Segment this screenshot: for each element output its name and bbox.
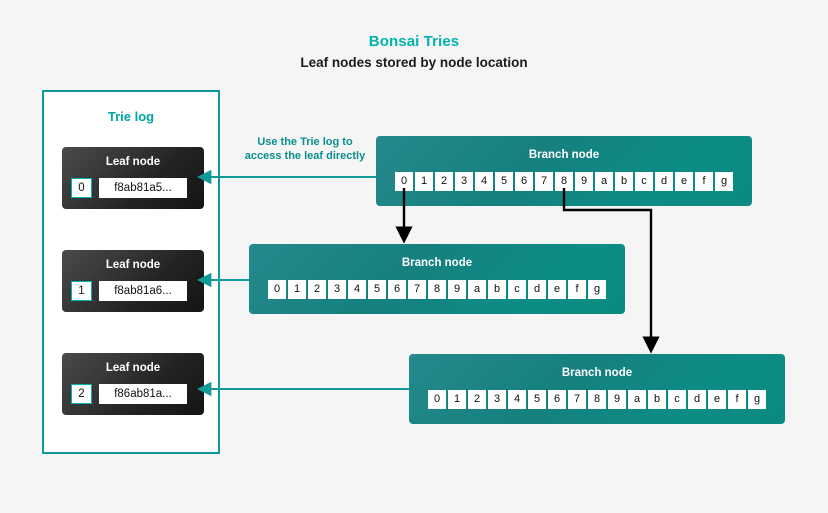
branch-cell-f[interactable]: f (728, 390, 746, 409)
branch-cell-3[interactable]: 3 (488, 390, 506, 409)
branch-cell-e[interactable]: e (708, 390, 726, 409)
branch-cell-1[interactable]: 1 (288, 280, 306, 299)
branch-cell-1[interactable]: 1 (448, 390, 466, 409)
leaf-node-hash: f8ab81a6... (99, 281, 187, 301)
leaf-node-1[interactable]: Leaf node 1 f8ab81a6... (62, 250, 204, 312)
trie-log-panel: Trie log Leaf node 0 f8ab81a5... Leaf no… (42, 90, 220, 454)
diagram-header: Bonsai Tries Leaf nodes stored by node l… (0, 33, 828, 72)
branch-cell-f[interactable]: f (695, 172, 713, 191)
branch-cell-8[interactable]: 8 (555, 172, 573, 191)
branch-cell-a[interactable]: a (468, 280, 486, 299)
branch-cell-b[interactable]: b (648, 390, 666, 409)
branch-cell-d[interactable]: d (688, 390, 706, 409)
leaf-node-index: 2 (71, 384, 92, 404)
branch-cell-0[interactable]: 0 (268, 280, 286, 299)
branch-cell-b[interactable]: b (488, 280, 506, 299)
branch-cell-a[interactable]: a (595, 172, 613, 191)
branch-cell-a[interactable]: a (628, 390, 646, 409)
leaf-node-label: Leaf node (105, 362, 161, 374)
branch-cell-9[interactable]: 9 (448, 280, 466, 299)
branch-cell-e[interactable]: e (548, 280, 566, 299)
page-title: Bonsai Tries (368, 33, 460, 50)
branch-cell-2[interactable]: 2 (308, 280, 326, 299)
branch-cell-f[interactable]: f (568, 280, 586, 299)
leaf-node-index: 0 (71, 178, 92, 198)
leaf-node-index: 1 (71, 281, 92, 301)
branch-cell-7[interactable]: 7 (408, 280, 426, 299)
branch-cell-5[interactable]: 5 (368, 280, 386, 299)
branch-cell-0[interactable]: 0 (395, 172, 413, 191)
branch-cell-6[interactable]: 6 (548, 390, 566, 409)
branch-cell-5[interactable]: 5 (528, 390, 546, 409)
branch-cell-2[interactable]: 2 (468, 390, 486, 409)
page-subtitle: Leaf nodes stored by node location (300, 55, 528, 70)
trie-log-annotation: Use the Trie log to access the leaf dire… (229, 135, 381, 163)
leaf-node-row: 2 f86ab81a... (71, 384, 187, 404)
leaf-node-row: 0 f8ab81a5... (71, 178, 187, 198)
leaf-node-label: Leaf node (105, 156, 161, 168)
branch-cell-9[interactable]: 9 (608, 390, 626, 409)
branch-node-label: Branch node (401, 257, 473, 269)
branch-cell-3[interactable]: 3 (328, 280, 346, 299)
branch-cell-3[interactable]: 3 (455, 172, 473, 191)
leaf-node-label: Leaf node (105, 259, 161, 271)
leaf-node-row: 1 f8ab81a6... (71, 281, 187, 301)
branch-cell-6[interactable]: 6 (388, 280, 406, 299)
trie-log-title: Trie log (107, 109, 155, 124)
branch-cell-7[interactable]: 7 (568, 390, 586, 409)
branch-node-label: Branch node (561, 367, 633, 379)
leaf-node-hash: f86ab81a... (99, 384, 187, 404)
branch-cell-0[interactable]: 0 (428, 390, 446, 409)
branch-node-label: Branch node (528, 149, 600, 161)
branch-cell-5[interactable]: 5 (495, 172, 513, 191)
branch-cell-4[interactable]: 4 (508, 390, 526, 409)
branch-cell-8[interactable]: 8 (428, 280, 446, 299)
branch-cell-8[interactable]: 8 (588, 390, 606, 409)
branch-cell-7[interactable]: 7 (535, 172, 553, 191)
branch-cell-4[interactable]: 4 (475, 172, 493, 191)
branch-cell-b[interactable]: b (615, 172, 633, 191)
branch-cell-c[interactable]: c (668, 390, 686, 409)
annotation-line-2: access the leaf directly (244, 150, 366, 162)
leaf-node-0[interactable]: Leaf node 0 f8ab81a5... (62, 147, 204, 209)
branch-cell-4[interactable]: 4 (348, 280, 366, 299)
branch-cell-d[interactable]: d (528, 280, 546, 299)
branch-cell-6[interactable]: 6 (515, 172, 533, 191)
branch-cell-g[interactable]: g (715, 172, 733, 191)
branch-cell-2[interactable]: 2 (435, 172, 453, 191)
branch-cell-c[interactable]: c (508, 280, 526, 299)
annotation-line-1: Use the Trie log to (257, 136, 353, 148)
branch-cell-g[interactable]: g (588, 280, 606, 299)
branch-cell-g[interactable]: g (748, 390, 766, 409)
branch-cell-9[interactable]: 9 (575, 172, 593, 191)
branch-cell-1[interactable]: 1 (415, 172, 433, 191)
leaf-node-2[interactable]: Leaf node 2 f86ab81a... (62, 353, 204, 415)
branch-cell-d[interactable]: d (655, 172, 673, 191)
branch-cell-c[interactable]: c (635, 172, 653, 191)
leaf-node-hash: f8ab81a5... (99, 178, 187, 198)
branch-cell-e[interactable]: e (675, 172, 693, 191)
